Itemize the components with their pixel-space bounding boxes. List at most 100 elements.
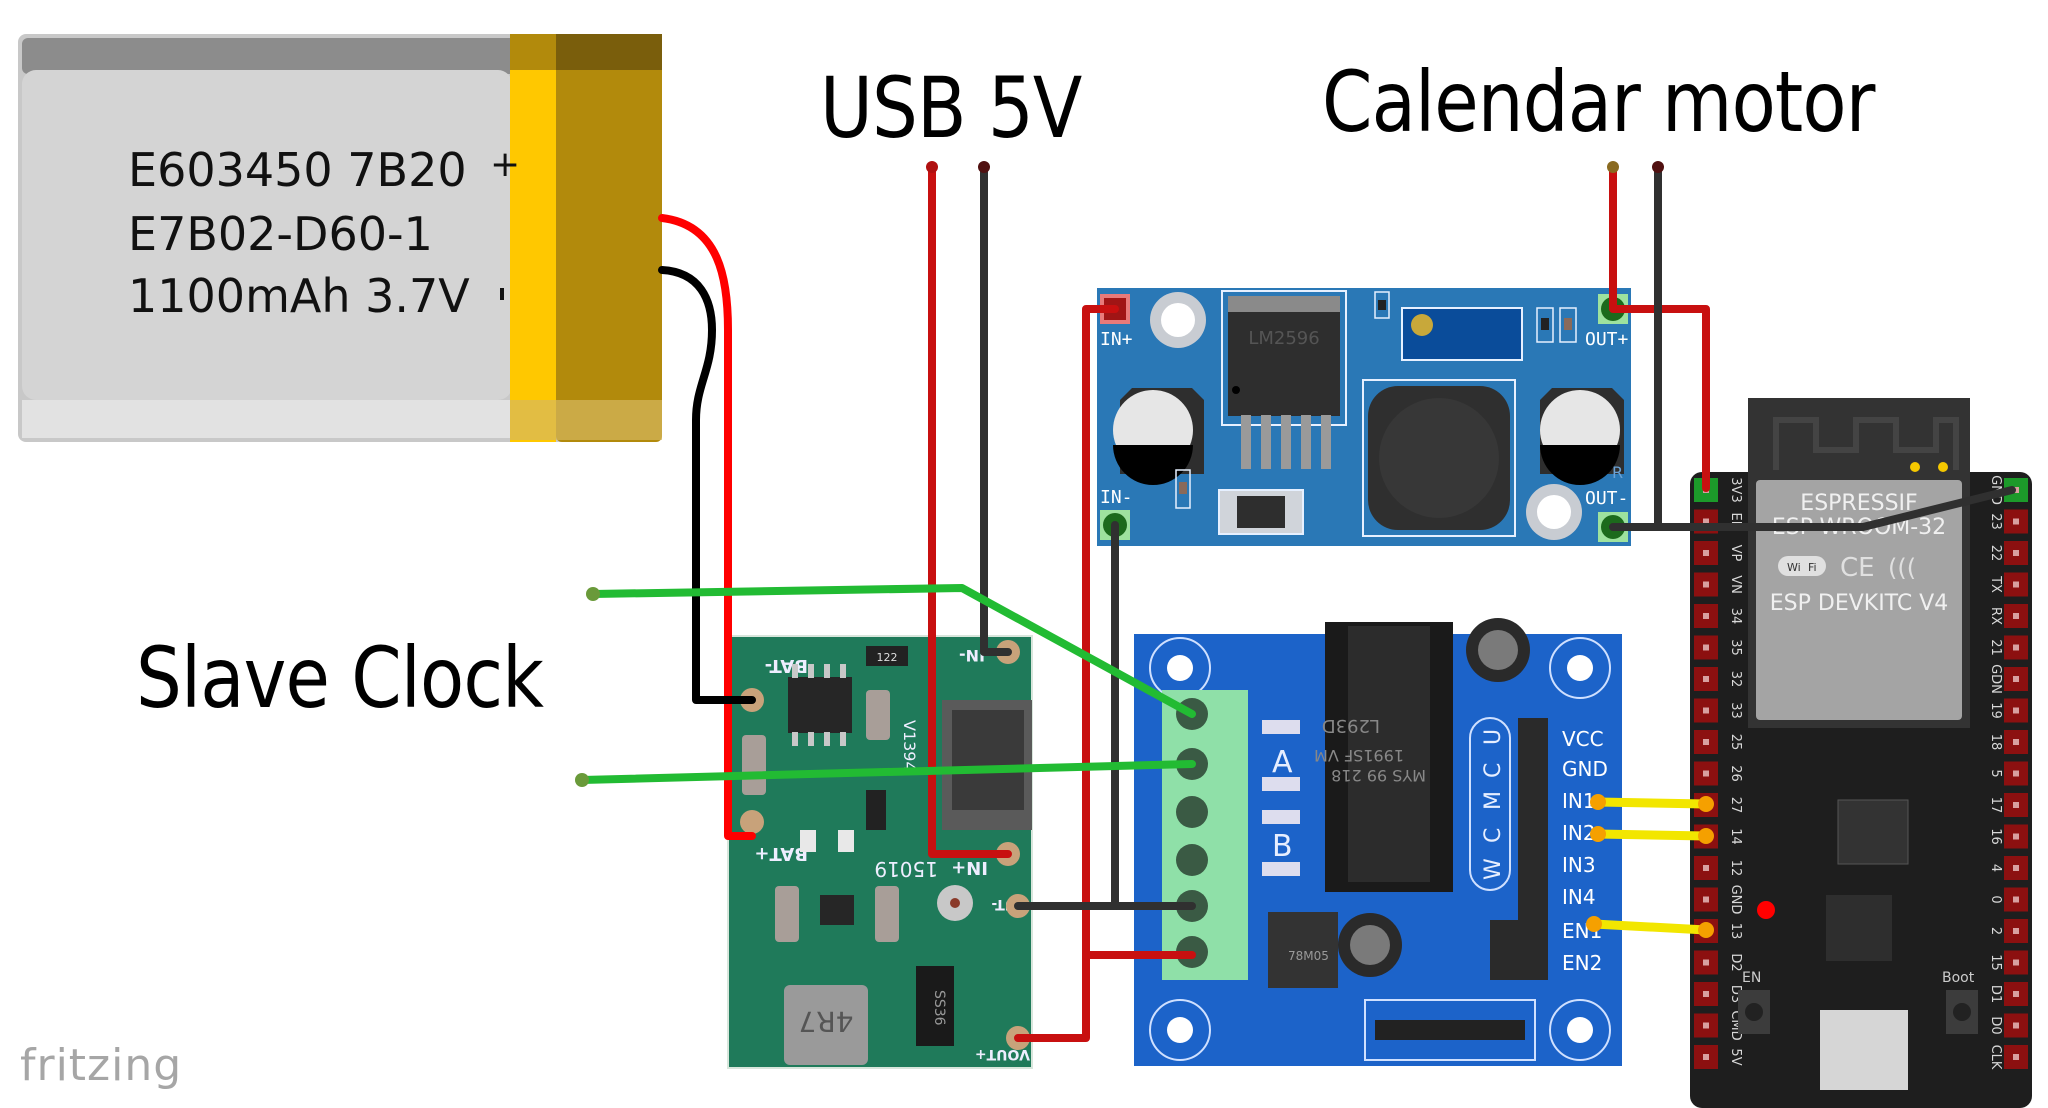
wire-clock-green-2[interactable] (578, 760, 1196, 784)
buck-chip-dot (1232, 386, 1240, 394)
wire-vout-red[interactable] (1014, 305, 1119, 1042)
buck-r-mark: R (1612, 463, 1623, 482)
esp32-pin-dot (2013, 1022, 2019, 1029)
battery-tape (510, 34, 556, 442)
motor-driver-channel-b: B (1272, 829, 1293, 864)
motor-driver-chip-line2: 1991SF VM (1314, 746, 1404, 765)
buck-resistor-3 (1536, 307, 1554, 343)
wire-in1-yellow[interactable] (1593, 797, 1711, 809)
esp32-pin-dot (1703, 676, 1709, 682)
esp32-radio-mark: ((( (1888, 554, 1916, 582)
charger-resistor (866, 646, 908, 666)
esp32-pin-label: D1 (1988, 985, 2003, 1003)
esp32-pin-dot (1703, 644, 1709, 651)
wire-gnd-black[interactable] (1609, 486, 2016, 531)
motor-driver-jumpers[interactable] (1490, 920, 1548, 980)
esp32-power-led (1757, 901, 1775, 919)
esp32-pin-dot (1703, 770, 1709, 777)
esp32-pin-dot (2013, 581, 2019, 588)
charger-led-2 (838, 830, 854, 852)
esp32-pin-label: 13 (1728, 923, 1743, 940)
buck-resistor-4 (1559, 307, 1577, 343)
motor-driver-mcu-4: C (1481, 828, 1506, 843)
clock-green-1-endpoint[interactable] (586, 587, 600, 601)
wire-clock-green-1[interactable] (589, 584, 1196, 718)
charger-led-1 (800, 830, 816, 852)
esp32-pin-label: 5 (1988, 769, 2003, 777)
esp32-pin-dot (2013, 896, 2019, 903)
motor-driver-chip (1348, 626, 1430, 882)
buck-out-plus-label: OUT+ (1585, 329, 1629, 350)
wire-battery-red[interactable] (658, 214, 756, 840)
esp32-pin-label: 3V3 (1728, 477, 1743, 502)
charger-capacitor-2 (742, 735, 766, 795)
esp32-pin-dot (1703, 865, 1709, 871)
buck-resistor-2-body (1179, 482, 1187, 494)
buck-out-minus-label: OUT- (1585, 488, 1628, 509)
calendar-motor-label: Calendar motor (1322, 53, 1875, 151)
usb-5v-label: USB 5V (820, 59, 1082, 157)
battery-line1: E603450 7B20 (128, 143, 467, 197)
esp32-module (1756, 480, 1962, 720)
motor-driver-pin-vcc: VCC (1562, 727, 1604, 751)
esp32-boot-button-cap (1953, 1003, 1971, 1021)
esp32-pin-dot (2013, 550, 2019, 556)
battery-face (22, 70, 512, 400)
esp32-pin-dot (2013, 770, 2019, 777)
wire-en1-yellow[interactable] (1589, 919, 1711, 935)
wire-battery-black[interactable] (658, 266, 756, 704)
motor-driver-pin-in3: IN3 (1562, 853, 1596, 877)
motor-driver-bottom-header[interactable] (1375, 1020, 1525, 1040)
motor-driver[interactable]: A B L293D 1991SF VM MYS 99 218 78M05 U C… (1134, 618, 1622, 1066)
esp32-pin-label: 26 (1728, 765, 1743, 782)
esp32-board[interactable]: ESPRESSIF ESP-WROOM-32 Wi Fi CE ((( ESP … (1690, 398, 2032, 1108)
esp32-regulator (1837, 799, 1909, 865)
esp32-pin-label: D0 (1988, 1016, 2003, 1034)
charger-capacitor-4 (875, 886, 899, 942)
charger-diode-label: SS36 (931, 990, 947, 1026)
esp32-antenna-trace (1773, 417, 1959, 480)
battery-band (556, 34, 662, 442)
terminal-screw-3 (1176, 796, 1208, 828)
charger-in-plus-label: IN+ (951, 857, 988, 878)
wire-usb-black[interactable] (980, 163, 1012, 656)
esp32-pin-label: 34 (1728, 608, 1743, 625)
esp32-wifi-left: Wi (1787, 561, 1801, 574)
motor-driver-pin-in4: IN4 (1562, 885, 1596, 909)
motor-black-endpoint[interactable] (1652, 161, 1664, 173)
charger-inductor-label: 4R7 (798, 1005, 853, 1038)
buck-capacitor-out (1540, 388, 1624, 485)
charger-board[interactable]: BAT- BAT+ IN- IN+ 15019 V1394 OUT- VOUT+… (727, 635, 1033, 1069)
buck-chip-tab (1228, 296, 1340, 314)
battery[interactable]: E603450 7B20 E7B02-D60-1 1100mAh 3.7V + (18, 34, 662, 442)
charger-bat-plus-pad[interactable] (740, 810, 764, 834)
esp32-usb-port[interactable] (1820, 1010, 1908, 1090)
wire-in2-yellow[interactable] (1593, 829, 1711, 841)
esp32-pin-label: 23 (1988, 513, 2003, 530)
charger-capacitor-3 (775, 886, 799, 942)
motor-driver-header[interactable] (1518, 718, 1548, 928)
buck-mount-hole-2-inner (1537, 495, 1571, 529)
battery-top-shade (22, 38, 658, 74)
esp32-pin-dot (2013, 739, 2019, 745)
battery-bottom-shade (22, 400, 512, 438)
esp32-pin-dot (2013, 613, 2019, 619)
motor-driver-led-b1 (1262, 810, 1300, 824)
esp32-pin-label: 27 (1728, 797, 1743, 814)
clock-green-2-endpoint[interactable] (575, 773, 589, 787)
buck-mount-hole-1-inner (1161, 303, 1195, 337)
usb-red-endpoint[interactable] (926, 161, 938, 173)
buck-chip-label: LM2596 (1248, 328, 1319, 349)
buck-converter[interactable]: IN+ IN- OUT+ OUT- LM2596 (1097, 288, 1631, 546)
esp32-pin-label: 17 (1988, 797, 2003, 814)
wire-usb-red[interactable] (928, 163, 1012, 858)
buck-pot-screw (1411, 314, 1433, 336)
battery-line2: E7B02-D60-1 (128, 207, 433, 261)
motor-driver-pin-in2: IN2 (1562, 821, 1596, 845)
charger-version-label: V1394 (900, 720, 919, 772)
usb-black-endpoint[interactable] (978, 161, 990, 173)
motor-red-endpoint[interactable] (1607, 161, 1619, 173)
motor-driver-mcu-5: W (1481, 858, 1506, 880)
battery-band-shade (556, 34, 662, 70)
